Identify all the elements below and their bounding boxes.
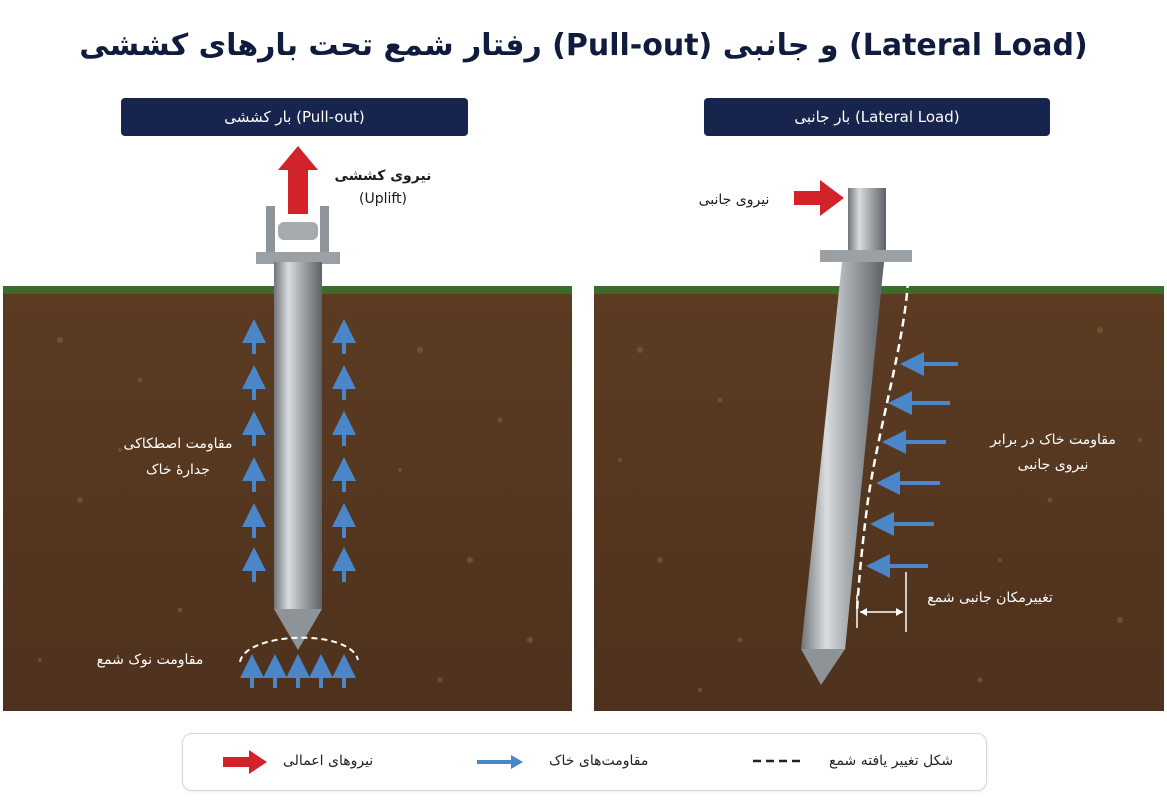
lateral-force-arrow (794, 180, 844, 216)
pullout-force-label: نیروی کششی (335, 168, 432, 184)
left-pile (256, 206, 340, 650)
left-panel-header: بار کششی (Pull-out) (121, 98, 468, 136)
page-title: رفتار شمع تحت بارهای کششی (Pull-out) و ج… (79, 28, 1088, 63)
right-soil-block (594, 286, 1164, 711)
skin-friction-arrows (242, 319, 356, 582)
legend-applied-force-icon (223, 750, 267, 774)
legend-deformed-shape-label: شکل تغییر یافته شمع (829, 753, 954, 769)
deflection-dimension (856, 572, 907, 632)
lateral-resistance-arrows (866, 352, 958, 578)
tip-resistance-arrows (240, 654, 356, 688)
deflection-label: تغییرمکان جانبی شمع (927, 590, 1053, 606)
pullout-force-arrow (278, 146, 318, 214)
right-panel-header-text: بار جانبی (Lateral Load) (794, 108, 960, 126)
skin-friction-label-line2: جدارهٔ خاک (146, 462, 210, 478)
legend-soil-resistances-label: مقاومت‌های خاک (549, 753, 649, 769)
left-panel-header-text: بار کششی (Pull-out) (224, 108, 365, 126)
right-pile (801, 188, 912, 685)
lateral-resistance-label-line2: نیروی جانبی (1018, 457, 1089, 473)
legend-soil-resistance-icon (477, 755, 523, 769)
right-panel-header: بار جانبی (Lateral Load) (704, 98, 1050, 136)
pullout-force-sublabel: (Uplift) (359, 191, 407, 207)
legend-applied-forces-label: نیروهای اعمالی (283, 753, 374, 769)
lateral-resistance-label-line1: مقاومت خاک در برابر (989, 432, 1116, 448)
lateral-force-label: نیروی جانبی (699, 192, 770, 208)
skin-friction-label-line1: مقاومت اصطکاکی (124, 436, 233, 452)
tip-resistance-outline (239, 636, 359, 663)
legend: نیروهای اعمالی مقاومت‌های خاک شکل تغییر … (182, 733, 987, 791)
deformed-shape-curve (855, 279, 910, 613)
legend-deformed-shape-icon (753, 759, 805, 763)
tip-resistance-label: مقاومت نوک شمع (97, 652, 204, 668)
